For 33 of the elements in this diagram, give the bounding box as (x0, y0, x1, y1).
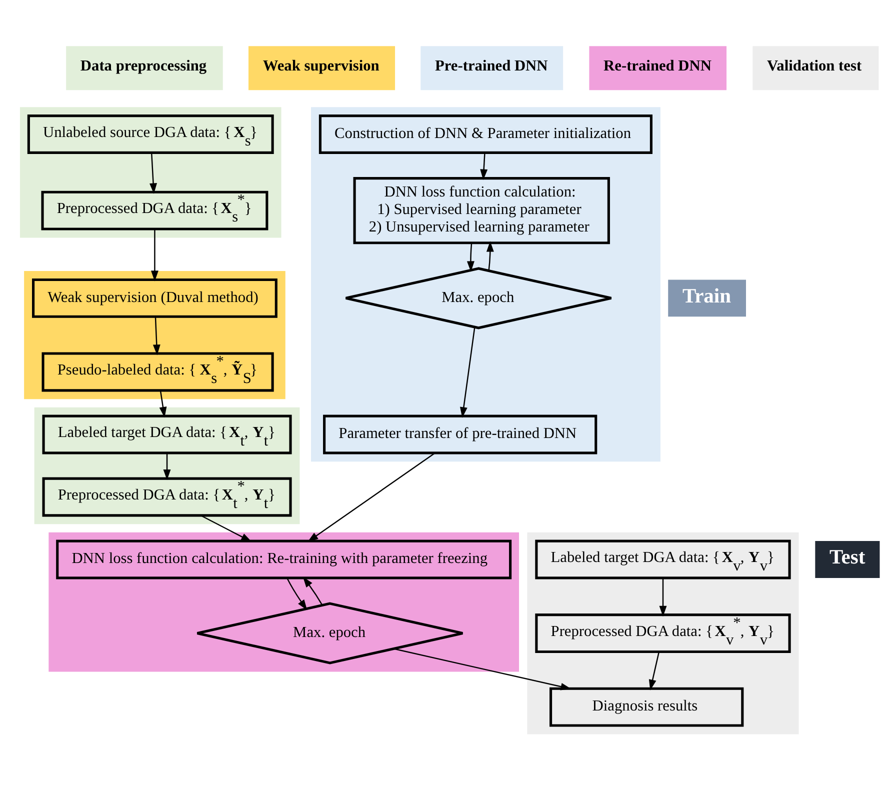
arrow (159, 390, 167, 418)
node-box: Parameter transfer of pre-trained DNN (323, 414, 598, 454)
node-diamond: Max. epoch (344, 267, 613, 330)
node-box: Weak supervision (Duval method) (32, 278, 278, 318)
cluster (527, 532, 799, 734)
node-box: Construction of DNN & Parameter initialization (318, 114, 652, 154)
arrow (152, 316, 160, 356)
node-box: Pre-trained DNN (420, 46, 564, 90)
arrow (308, 452, 436, 542)
arrow (486, 241, 494, 271)
arrow (200, 514, 252, 542)
node-box: DNN loss function calculation: 1) Supervised learning parameter 2) Unsupervised learning parameter (353, 177, 610, 244)
node-box: Re-trained DNN (589, 46, 727, 90)
arrow (163, 453, 171, 480)
arrow (460, 327, 476, 418)
arrow (466, 242, 474, 272)
arrow (480, 152, 488, 180)
arrow (302, 576, 323, 606)
cluster (20, 107, 282, 238)
node-box: Train (668, 280, 746, 317)
arrow (150, 152, 157, 194)
node-diamond: Max. epoch (196, 602, 464, 664)
cluster (310, 107, 660, 462)
arrow (394, 648, 572, 690)
arrow (659, 578, 667, 617)
node-box: DNN loss function calculation: Re-training with parameter freezing (56, 540, 512, 580)
arrow (150, 229, 158, 282)
node-box: Data preprocessing (66, 46, 223, 90)
node-box: Weak supervision (248, 46, 396, 90)
arrow (286, 578, 308, 610)
arrow (648, 652, 660, 690)
node-box: Test (815, 541, 880, 578)
node-box: Diagnosis results (550, 687, 744, 727)
